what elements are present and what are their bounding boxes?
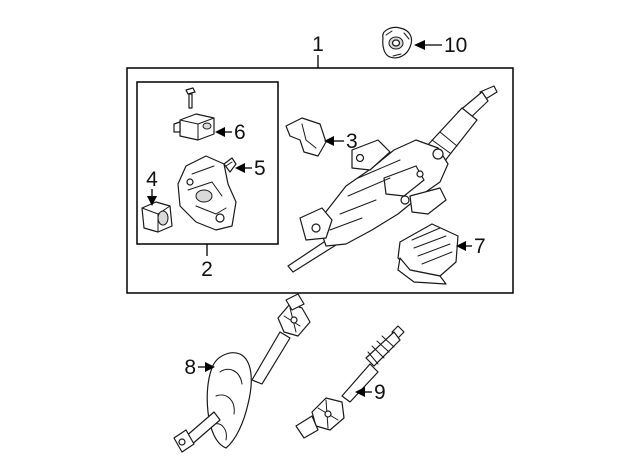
arrowhead-8 — [205, 362, 215, 372]
arrowhead-4 — [147, 196, 157, 206]
callout-2: 2 — [201, 258, 213, 281]
callout-1: 1 — [312, 33, 324, 56]
callout-8: 8 — [184, 356, 196, 379]
callout-5: 5 — [254, 157, 266, 180]
part-7-module — [397, 223, 459, 285]
callout-7: 7 — [474, 235, 486, 258]
part-4-lock-cylinder — [141, 201, 173, 233]
part-6-sensor — [173, 87, 215, 141]
part-9-lower-shaft — [295, 325, 405, 439]
callout-3: 3 — [346, 130, 358, 153]
arrowhead-3 — [324, 136, 334, 146]
callout-4: 4 — [146, 168, 158, 191]
callout-6: 6 — [234, 121, 246, 144]
arrowhead-5 — [235, 163, 245, 173]
part-5-clip — [223, 157, 237, 173]
arrowhead-10 — [414, 40, 425, 50]
callout-9: 9 — [374, 381, 386, 404]
arrowhead-9 — [355, 387, 365, 397]
arrowhead-7 — [456, 241, 466, 251]
part-10-clip-ring — [382, 26, 413, 59]
assembly-box — [126, 67, 514, 294]
part-3-bracket — [285, 117, 327, 157]
steering-column — [287, 85, 498, 273]
part-2-lock-housing — [177, 155, 237, 231]
part-8-intermediate-shaft — [173, 293, 311, 453]
arrowhead-6 — [215, 127, 225, 137]
callout-10: 10 — [444, 34, 467, 57]
